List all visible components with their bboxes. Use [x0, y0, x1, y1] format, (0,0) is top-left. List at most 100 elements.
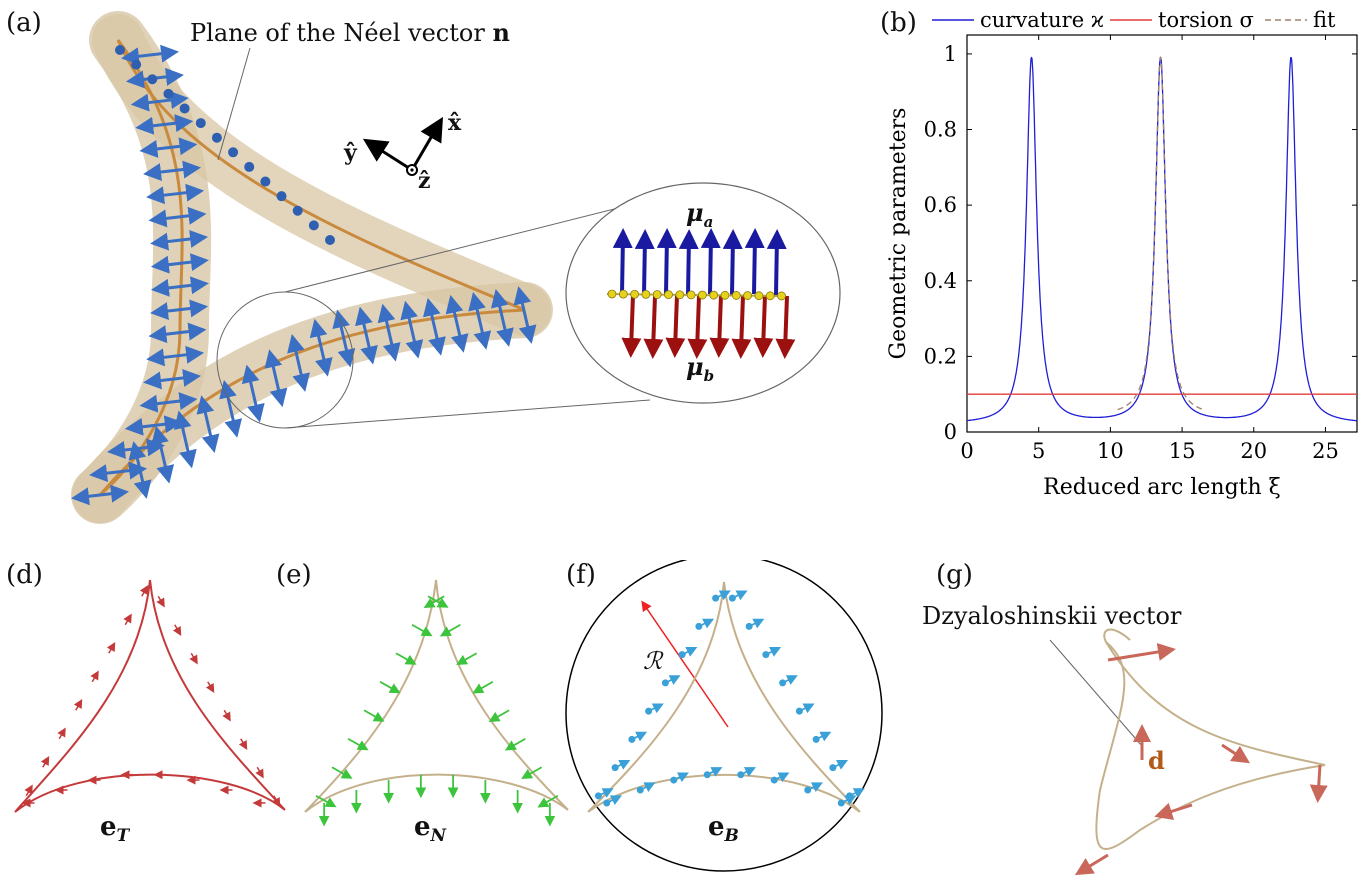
et-arrow — [73, 698, 83, 711]
neel-arrows-bottom — [128, 286, 537, 499]
neel-arrow — [130, 91, 189, 112]
eb-dot — [645, 707, 653, 715]
eb-dot — [804, 786, 812, 794]
eb-dot — [812, 735, 820, 743]
curve-en — [304, 579, 569, 813]
panel-label-g: (g) — [936, 560, 973, 590]
y-tick-label: 0 — [944, 420, 957, 444]
eb-dot — [636, 786, 644, 794]
neel-arrow — [150, 276, 209, 297]
radius-label: ℛ — [643, 647, 663, 675]
et-arrow — [172, 624, 182, 637]
et-arrow — [156, 595, 165, 608]
plot-frame — [966, 34, 1358, 433]
mu-a-symbol: μ — [686, 198, 704, 227]
mu-site — [641, 289, 651, 299]
et-arrow — [57, 727, 66, 740]
en-label: eN — [414, 812, 446, 846]
et-arrow — [139, 584, 149, 597]
en-arrow — [331, 766, 353, 779]
neel-dot — [308, 220, 319, 231]
neel-arrow — [513, 286, 537, 344]
neel-arrow — [139, 137, 198, 158]
mu-site — [698, 290, 707, 300]
neel-arrow — [173, 410, 197, 469]
eb-arrows — [594, 590, 865, 807]
et-arrow — [255, 766, 264, 779]
en-arrow — [521, 766, 543, 779]
eb-dot — [762, 651, 770, 659]
mu-a-arrow — [744, 228, 765, 295]
y-axis-label: Geometric parameters — [886, 108, 911, 360]
et-arrow — [90, 670, 99, 683]
mu-a-arrow — [722, 229, 743, 296]
mu-site — [618, 289, 628, 299]
neel-arrow — [150, 299, 209, 320]
neel-arrow — [146, 345, 205, 367]
mu-site — [652, 290, 662, 299]
neel-arrow — [151, 425, 175, 484]
neel-arrow — [423, 297, 446, 356]
et-symbol: e — [100, 812, 117, 842]
et-arrow — [123, 613, 132, 626]
annotation-pointer — [217, 47, 251, 161]
eb-dot — [770, 776, 778, 784]
neel-dot — [147, 74, 158, 85]
en-arrow — [456, 652, 478, 665]
mu-b-arrow — [775, 295, 796, 359]
dzyaloshinskii-annotation: Dzyaloshinskii vector — [922, 602, 1182, 630]
mu-arrows — [612, 228, 796, 359]
mu-site — [743, 291, 752, 300]
mu-site — [731, 291, 741, 300]
mu-b-symbol: μ — [686, 352, 704, 381]
mu-a-arrow — [634, 229, 655, 296]
mu-b-subscript: b — [703, 366, 715, 385]
x-tick-label: 5 — [1032, 439, 1045, 463]
et-arrow — [271, 795, 281, 808]
en-arrow — [395, 652, 417, 665]
mu-site — [630, 289, 639, 299]
en-subscript: N — [430, 826, 447, 847]
en-arrow — [427, 595, 449, 608]
en-arrow — [363, 709, 385, 722]
x-tick-label: 0 — [960, 439, 973, 463]
mu-b-label: μb — [686, 352, 714, 385]
et-arrow — [40, 755, 50, 768]
x-axis-label: Reduced arc length ξ — [1043, 475, 1281, 500]
eb-dot — [678, 651, 686, 659]
eb-dot — [703, 771, 711, 779]
eb-dot — [594, 792, 602, 800]
x-tick-label: 10 — [1097, 439, 1124, 463]
neel-arrow — [490, 289, 514, 347]
neel-dot — [260, 176, 271, 187]
axis-z-label: ẑ — [418, 168, 431, 194]
neel-dot — [325, 235, 335, 245]
mu-a-arrow — [700, 228, 721, 295]
eb-dot — [737, 771, 745, 779]
et-arrows — [21, 584, 281, 808]
et-arrow — [24, 784, 33, 797]
mu-a-label: μa — [686, 198, 713, 231]
neel-arrow — [143, 368, 202, 390]
neel-arrow — [146, 183, 205, 205]
neel-dot — [292, 205, 303, 216]
eb-subscript: B — [724, 826, 739, 847]
y-tick-label: 0.4 — [924, 269, 957, 293]
et-arrow — [189, 652, 198, 665]
legend-label: torsion σ — [1158, 8, 1254, 32]
mu-site — [765, 291, 775, 301]
neel-arrow — [468, 291, 492, 350]
d-vector-label: d — [1148, 746, 1165, 775]
neel-annotation: Plane of the Néel vector n — [190, 18, 510, 47]
neel-arrows-left — [71, 44, 209, 506]
mu-site — [686, 290, 696, 300]
et-arrow — [222, 709, 231, 722]
neel-arrow — [400, 300, 424, 359]
axis-y-label: ŷ — [344, 140, 357, 166]
en-arrow — [315, 794, 337, 808]
neel-arrow — [287, 334, 310, 392]
legend-label: fit — [1313, 8, 1336, 32]
eb-dot — [628, 735, 636, 743]
d-arrow — [1221, 743, 1251, 764]
